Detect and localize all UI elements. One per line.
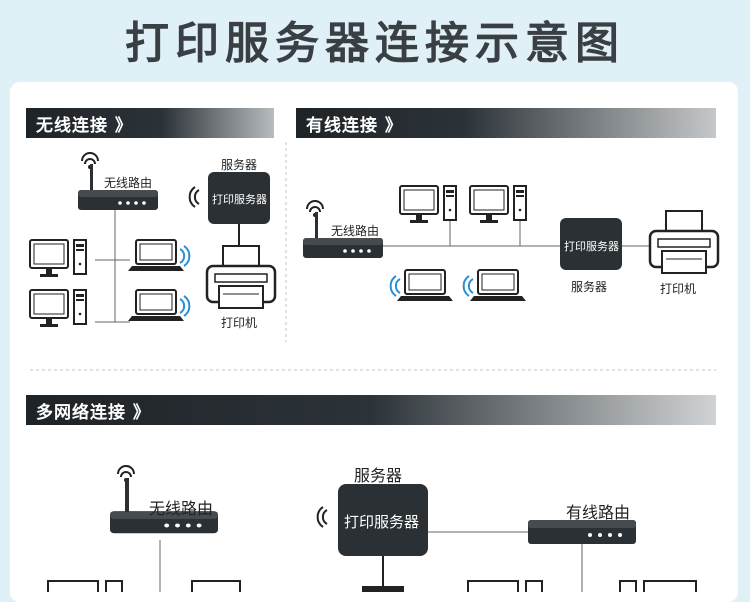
print-server-label: 打印服务器 — [564, 240, 619, 253]
printer-icon — [205, 244, 277, 310]
desktop-monitor-2 — [29, 289, 69, 328]
desktop-tower-1 — [73, 239, 87, 275]
print-server-label: 打印服务器 — [212, 193, 267, 206]
printer-label: 打印机 — [221, 316, 258, 330]
wifi-signal-icon — [316, 506, 328, 528]
printer-label: 打印机 — [660, 282, 697, 296]
page-title: 打印服务器连接示意图 — [125, 18, 625, 69]
router-label: 无线路由 — [331, 224, 380, 238]
wifi-signal-icon — [462, 275, 474, 297]
print-server-box — [338, 484, 428, 556]
desktop-tower-2 — [513, 185, 527, 221]
print-server-box — [208, 172, 270, 224]
section-heading-multi: 多网络连接 》 — [26, 395, 716, 425]
wireless-diagram — [29, 152, 277, 328]
wired-router-label: 有线路由 — [566, 503, 631, 522]
wifi-signal-icon — [179, 295, 191, 317]
wired-diagram — [303, 185, 720, 302]
printer-icon — [648, 209, 720, 275]
desktop-tower-1 — [443, 185, 457, 221]
laptop-2 — [127, 289, 185, 322]
router-label: 无线路由 — [104, 176, 153, 190]
desktop-monitor-1 — [399, 185, 439, 224]
desktop-monitor-2 — [469, 185, 509, 224]
laptop-2 — [469, 269, 527, 302]
laptop-1 — [127, 239, 185, 272]
wifi-signal-icon — [188, 186, 200, 208]
print-server-label: 打印服务器 — [344, 513, 420, 531]
section-heading-wired: 有线连接 》 — [296, 108, 716, 138]
desktop-monitor-1 — [29, 239, 69, 278]
print-server-box — [560, 218, 622, 270]
section-heading-wireless: 无线连接 》 — [26, 108, 274, 138]
desktop-tower-2 — [73, 289, 87, 325]
multi-network-diagram — [47, 465, 697, 592]
server-caption: 服务器 — [354, 466, 403, 485]
wifi-signal-icon — [389, 275, 401, 297]
router-label: 无线路由 — [149, 499, 214, 518]
laptop-1 — [396, 269, 454, 302]
server-caption: 服务器 — [221, 158, 258, 172]
wifi-signal-icon — [179, 245, 191, 267]
server-caption: 服务器 — [571, 280, 608, 294]
